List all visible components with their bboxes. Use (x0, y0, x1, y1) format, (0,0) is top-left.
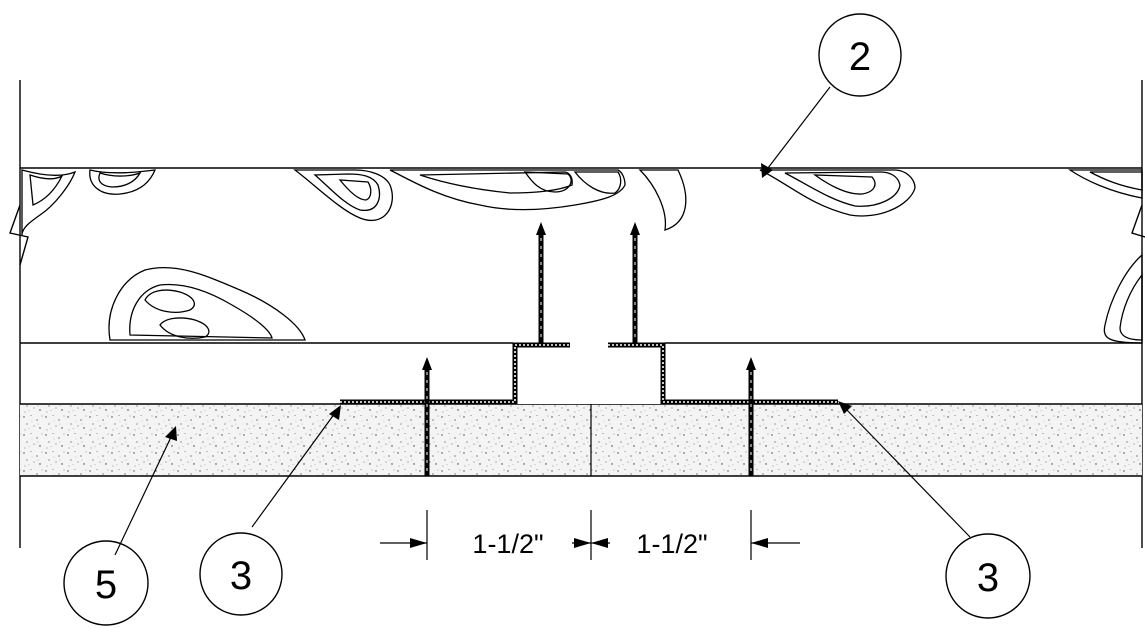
callout-3-left-label: 3 (230, 554, 252, 598)
substrate-speckled-band (20, 404, 1142, 476)
callout-bubble-3-right: 3 (945, 533, 1031, 619)
dimension-label-left: 1-1/2" (472, 529, 543, 559)
callout-bubble-5: 5 (63, 540, 149, 626)
right-break-symbol (1131, 204, 1145, 238)
concrete-aggregate (21, 169, 1143, 344)
dimension-lines (380, 510, 800, 560)
callout-bubble-2: 2 (818, 13, 902, 97)
left-break-symbol (9, 204, 29, 266)
callout-3-right-label: 3 (977, 556, 999, 600)
callout-2-label: 2 (849, 35, 871, 79)
joint-cavity (515, 345, 663, 404)
dimension-label-right: 1-1/2" (636, 529, 707, 559)
callout-bubble-3-left: 3 (199, 532, 283, 616)
callout-5-label: 5 (95, 563, 117, 607)
fasteners (422, 222, 756, 476)
leader-lines (114, 86, 971, 556)
